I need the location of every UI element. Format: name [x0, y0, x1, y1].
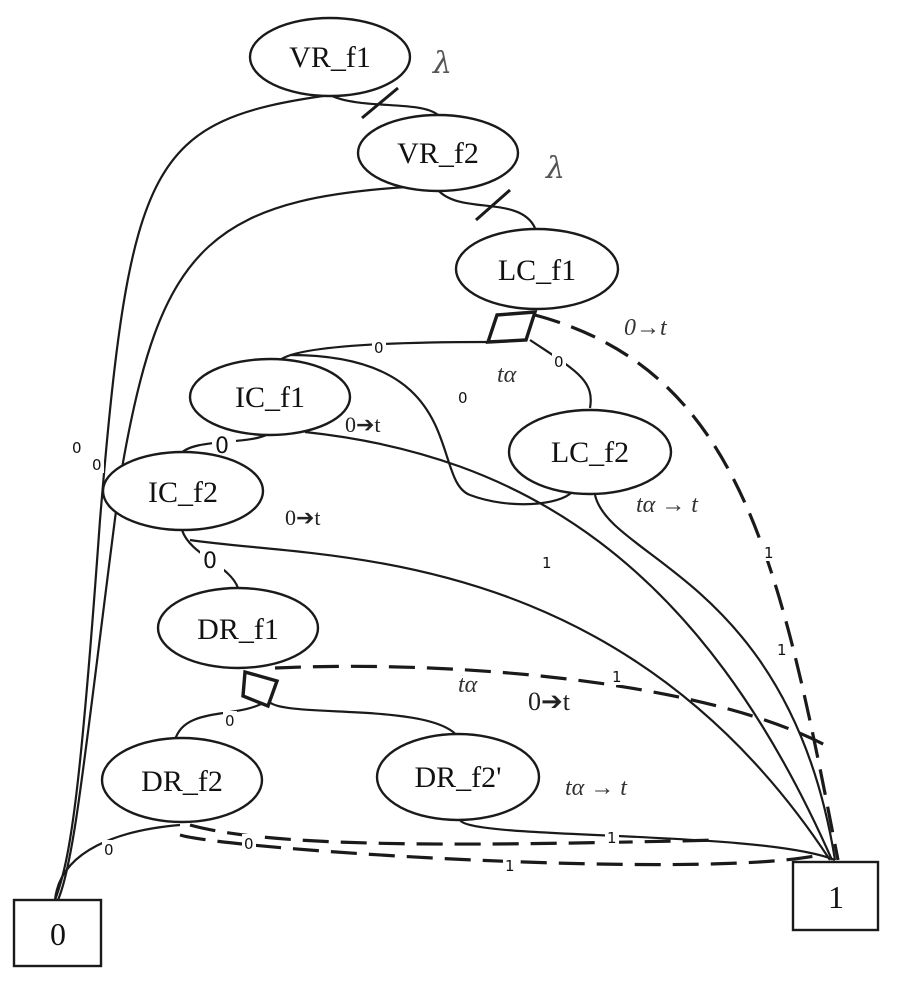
zero-to-t-annotation: 0→t — [624, 315, 668, 341]
zero-arrow-t-annotation: 0➔t — [285, 505, 321, 530]
edge-label-0: 0 — [554, 353, 564, 371]
edge-label-0: 0 — [225, 712, 235, 730]
edge-label-1: 1 — [777, 641, 787, 659]
edge-label-0: 0 — [374, 339, 384, 357]
node-lc-f1: LC_f1 — [454, 227, 620, 311]
node-label: DR_f2 — [141, 765, 223, 798]
node-dr-f2: DR_f2 — [100, 736, 264, 824]
node-label: IC_f2 — [148, 476, 218, 509]
edge-markers — [241, 86, 538, 709]
zero-arrow-t-annotation: 0➔t — [528, 687, 571, 716]
edge-label-1: 1 — [612, 668, 622, 686]
node-dr-f1: DR_f1 — [156, 586, 320, 670]
edge-label-0: 0 — [104, 841, 114, 859]
edge-label-0: 0 — [244, 835, 254, 853]
node-ic-f2: IC_f2 — [101, 450, 265, 532]
node-label: DR_f1 — [197, 613, 279, 646]
edge-label-1: 1 — [505, 857, 515, 875]
t-alpha-annotation: tα — [497, 362, 517, 388]
node-label: VR_f2 — [397, 137, 479, 170]
edge-lc-f2-to-one — [593, 494, 837, 861]
edge-label-0: 0 — [215, 434, 229, 459]
node-label: LC_f1 — [498, 254, 576, 287]
edge-dr-f2-to-one-dashed-b — [179, 833, 821, 867]
node-vr-f1: VR_f1 — [248, 16, 412, 98]
edge-vr-f1-to-vr-f2 — [329, 94, 439, 116]
tick-vr-f1-vr-f2 — [361, 86, 399, 120]
edge-label-0: 0 — [92, 456, 102, 474]
node-label: VR_f1 — [289, 41, 371, 74]
edge-label-1: 1 — [607, 829, 617, 847]
diamond-dr-f1 — [241, 669, 280, 709]
edge-lc-f1-tick-to-lc-f2 — [529, 339, 592, 409]
edge-ic-f1-to-one — [304, 430, 834, 861]
edge-dr-f2-to-one-dashed-a — [189, 823, 721, 846]
edge-vr-f1-to-zero — [53, 93, 331, 901]
lambda-annotation: λ — [545, 151, 565, 186]
t-alpha-annotation: tα — [458, 672, 478, 698]
edge-label-0: 0 — [458, 389, 468, 407]
zero-arrow-t-annotation: 0➔t — [345, 412, 381, 437]
t-alpha-to-t-annotation: tα → t — [636, 492, 699, 518]
terminal-label: 0 — [50, 916, 66, 952]
edge-label-1: 1 — [764, 544, 774, 562]
t-alpha-to-t-annotation: tα → t — [565, 775, 628, 801]
node-label: LC_f2 — [551, 436, 629, 469]
edge-label-0: 0 — [203, 549, 217, 574]
node-dr-f2-prime: DR_f2' — [375, 732, 541, 822]
terminal-one: 1 — [791, 860, 880, 932]
nodes: VR_f1 VR_f2 LC_f1 IC_f1 LC_f2 IC_f2 DR_f… — [100, 16, 673, 824]
edge-dr-f1-to-dr-f2 — [173, 699, 269, 741]
edge-dr-f1-to-dr-f2p — [266, 699, 461, 741]
node-vr-f2: VR_f2 — [356, 113, 520, 193]
edge-ic-f2-to-one — [189, 538, 831, 861]
node-label: IC_f1 — [235, 381, 305, 414]
edges — [53, 93, 840, 901]
edge-label-0: 0 — [72, 439, 82, 457]
terminal-label: 1 — [828, 879, 844, 915]
node-lc-f2: LC_f2 — [507, 408, 673, 496]
edge-label-1: 1 — [542, 554, 552, 572]
edge-labels: 0 0 0 0 0 0 0 1 1 1 1 0 0 0 1 1 — [70, 338, 789, 875]
tick-vr-f2-lc-f1 — [475, 188, 511, 222]
edge-vr-f2-to-lc-f1 — [437, 189, 537, 229]
node-label: DR_f2' — [414, 761, 501, 794]
edge-dr-f1-to-one-dashed — [274, 664, 826, 747]
terminal-zero: 0 — [12, 898, 103, 968]
node-ic-f1: IC_f1 — [188, 357, 352, 437]
edge-dr-f2p-to-one — [459, 819, 836, 862]
diamond-lc-f1 — [485, 310, 538, 344]
lambda-annotation: λ — [432, 46, 452, 81]
edge-dr-f2-to-zero — [53, 823, 181, 901]
annotations: λ λ 0→t tα 0➔t 0➔t tα → t tα 0➔t tα → t — [285, 46, 699, 801]
terminals: 0 1 — [12, 860, 880, 968]
